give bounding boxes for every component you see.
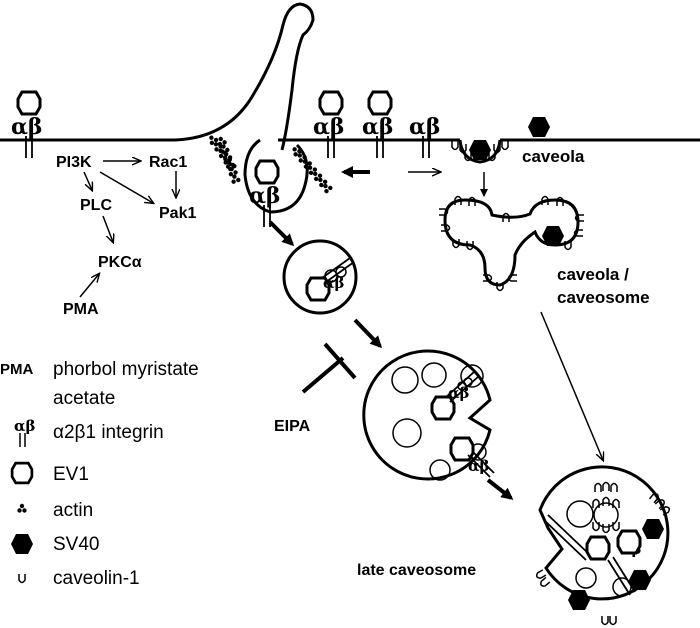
legend-sv40: SV40 bbox=[11, 534, 99, 555]
legend-actin: actin bbox=[17, 500, 93, 521]
svg-text:SV40: SV40 bbox=[53, 534, 99, 555]
caveosome-label-line2: caveosome bbox=[557, 288, 650, 307]
svg-text:caveolin-1: caveolin-1 bbox=[53, 568, 140, 589]
pma-label: PMA bbox=[63, 301, 99, 318]
svg-text:αβ: αβ bbox=[249, 183, 281, 209]
plc-label: PLC bbox=[80, 197, 112, 214]
surface-integrin-2: αβ bbox=[362, 90, 394, 159]
svg-text:αβ: αβ bbox=[468, 457, 490, 475]
svg-text:acetate: acetate bbox=[53, 388, 115, 409]
svg-text:αβ: αβ bbox=[313, 114, 345, 140]
rac1-label: Rac1 bbox=[149, 154, 187, 171]
legend: PMA phorbol myristate acetate αβ α2β1 in… bbox=[0, 359, 199, 589]
svg-text:actin: actin bbox=[53, 500, 93, 521]
svg-text:αβ: αβ bbox=[448, 384, 470, 402]
legend-caveolin: caveolin-1 bbox=[18, 568, 140, 589]
late-caveosome: αβ bbox=[534, 465, 672, 626]
svg-text:αβ: αβ bbox=[409, 114, 441, 140]
caveosome-to-late-arrow bbox=[540, 311, 603, 460]
intermediate-macropinosome: αβ αβ bbox=[362, 349, 495, 481]
pkc-label: PKCα bbox=[98, 254, 142, 271]
internalization-arrow-3 bbox=[486, 478, 514, 500]
svg-text:α2β1 integrin: α2β1 integrin bbox=[53, 422, 164, 443]
caveola: caveola bbox=[451, 117, 585, 166]
internalization-arrow-1 bbox=[268, 220, 295, 247]
eipa-inhibition: EIPA bbox=[274, 342, 357, 435]
svg-text:phorbol myristate: phorbol myristate bbox=[53, 359, 199, 380]
early-vesicle: αβ bbox=[282, 239, 358, 315]
invaginating-integrin: αβ bbox=[249, 159, 281, 228]
eipa-label: EIPA bbox=[274, 418, 311, 435]
svg-text:EV1: EV1 bbox=[53, 464, 89, 485]
surface-integrin-1: αβ bbox=[313, 90, 345, 159]
caveosome-cluster bbox=[438, 195, 585, 292]
late-caveosome-label: late caveosome bbox=[357, 562, 476, 579]
svg-text:PMA: PMA bbox=[0, 361, 34, 378]
pak1-label: Pak1 bbox=[159, 205, 196, 222]
svg-text:αβ: αβ bbox=[11, 114, 43, 140]
svg-text:αβ: αβ bbox=[14, 417, 36, 435]
legend-ev1: EV1 bbox=[10, 461, 89, 485]
plasma-membrane bbox=[0, 2, 700, 214]
svg-text:αβ: αβ bbox=[362, 114, 394, 140]
svg-text:αβ: αβ bbox=[323, 274, 345, 292]
pi3k-label: PI3K bbox=[56, 154, 92, 171]
caveosome-label-line1: caveola / bbox=[557, 265, 629, 284]
legend-pma: PMA phorbol myristate acetate bbox=[0, 359, 199, 409]
surface-integrin-left: αβ bbox=[11, 90, 43, 159]
signaling-cascade: PI3K Rac1 PLC Pak1 PKCα PMA bbox=[56, 154, 196, 318]
internalization-arrow-2 bbox=[353, 318, 383, 349]
legend-integrin: αβ α2β1 integrin bbox=[14, 417, 164, 447]
surface-integrin-3: αβ bbox=[409, 114, 441, 159]
caveola-label: caveola bbox=[522, 147, 585, 166]
